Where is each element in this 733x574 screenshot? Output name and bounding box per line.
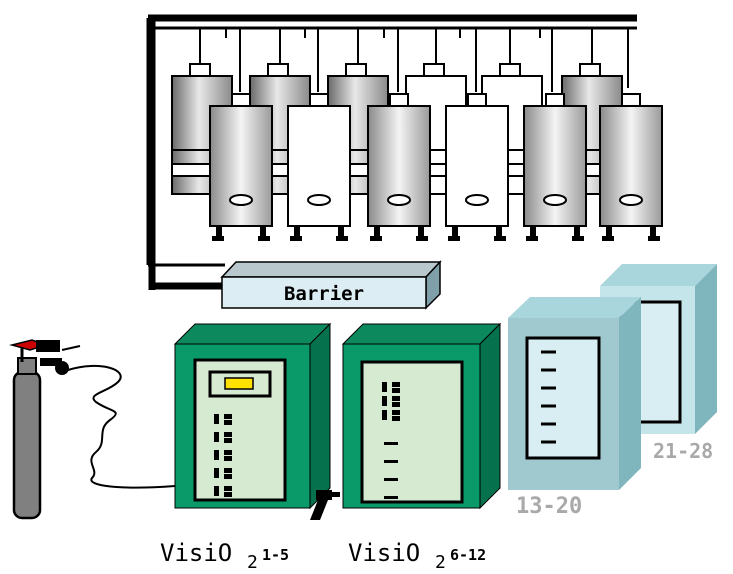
barrier-box: Barrier bbox=[220, 260, 442, 310]
gas-manifold bbox=[146, 14, 637, 290]
unit-13-20-scale bbox=[541, 350, 556, 444]
unit-13-20: 13-20 bbox=[508, 297, 641, 519]
manifold-drops bbox=[199, 28, 629, 92]
visio2-1-5-subscript: 2 bbox=[247, 552, 258, 573]
visio2-6-12-label: VisiO 2 6-12 bbox=[348, 539, 486, 573]
visio2-1-5-label: VisiO 2 1-5 bbox=[160, 539, 289, 573]
visio2-6-12-name: VisiO bbox=[348, 539, 420, 567]
unit-21-28-label: 21-28 bbox=[653, 439, 713, 463]
fermenter-tank-icon bbox=[599, 93, 663, 241]
fermenter-tank-icon bbox=[445, 93, 509, 241]
visio2-1-5-name: VisiO bbox=[160, 539, 232, 567]
fermenter-tank-icon bbox=[209, 93, 273, 241]
channel-indicators-1-5 bbox=[214, 414, 232, 497]
fermenter-tank-icon bbox=[523, 93, 587, 241]
visio2-unit-1-5 bbox=[173, 322, 332, 510]
valve-icon bbox=[310, 490, 340, 520]
barrier-label: Barrier bbox=[284, 283, 364, 305]
unit-13-20-label: 13-20 bbox=[516, 494, 582, 519]
visio2-unit-6-12 bbox=[341, 322, 502, 510]
gas-cylinder-icon bbox=[9, 339, 81, 520]
channel-indicators-6-12 bbox=[382, 382, 400, 499]
front-row-fermenters bbox=[209, 93, 663, 241]
gas-hose bbox=[67, 364, 176, 489]
visio2-1-5-range: 1-5 bbox=[262, 546, 289, 564]
visio2-6-12-subscript: 2 bbox=[435, 552, 446, 573]
fermenter-tank-icon bbox=[367, 93, 431, 241]
visio2-6-12-range: 6-12 bbox=[450, 546, 486, 564]
fermenter-tank-icon bbox=[287, 93, 351, 241]
